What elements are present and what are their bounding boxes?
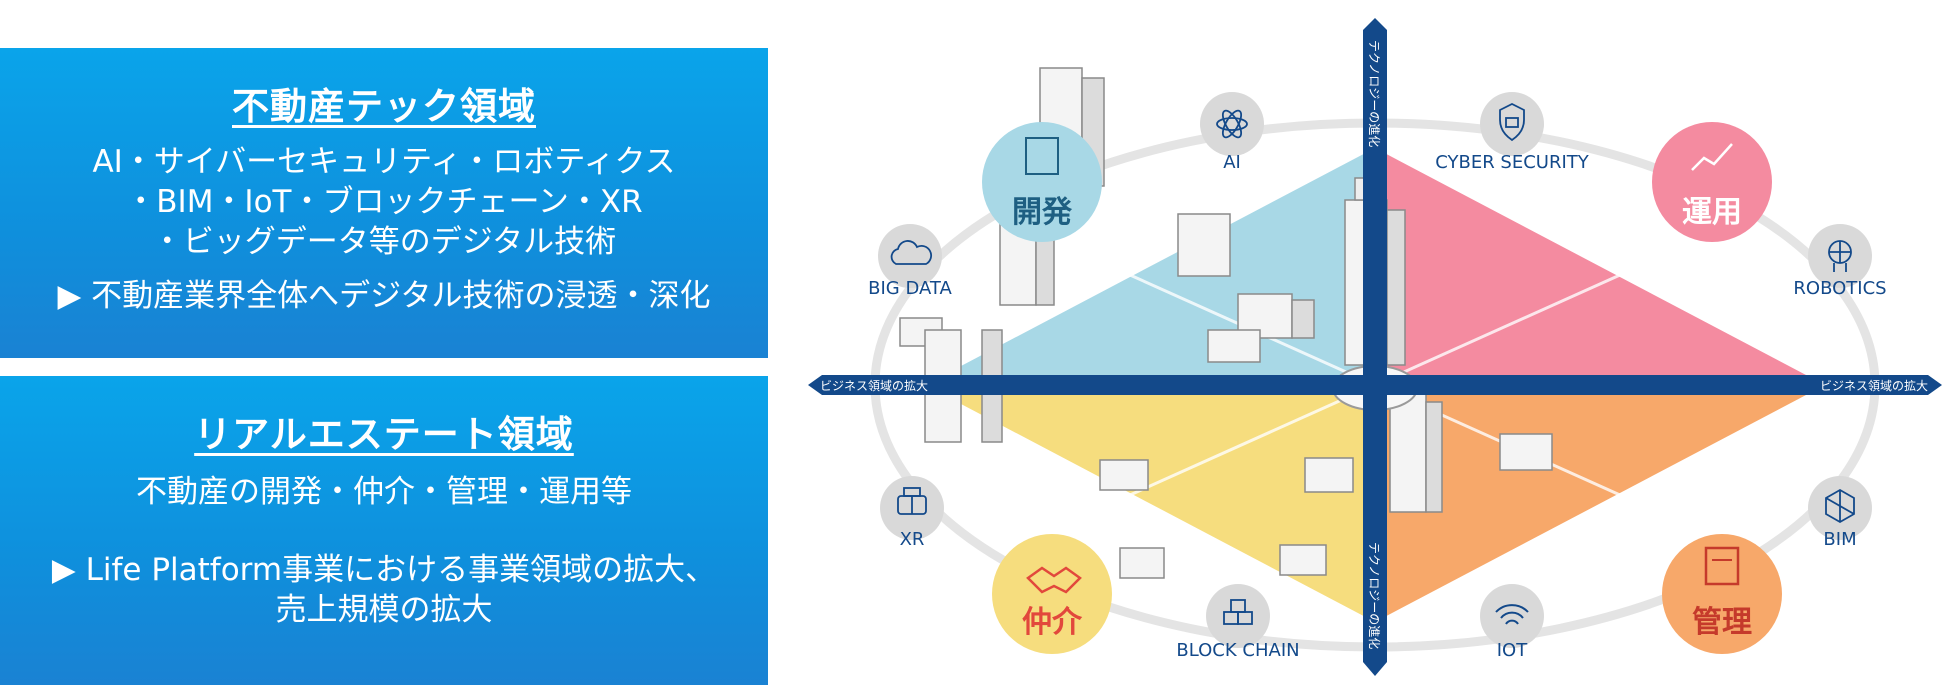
node-label-ai: AI bbox=[1223, 152, 1241, 173]
quadrant-kanri bbox=[1375, 385, 1825, 622]
horizontal-axis-label-left: ビジネス領域の拡大 bbox=[820, 378, 928, 393]
node-iot: IOT bbox=[1480, 584, 1544, 661]
quadrant-label-kanri: 管理 bbox=[1692, 605, 1752, 640]
vertical-axis-label-bottom: テクノロジーの進化 bbox=[1367, 542, 1381, 649]
tech-domain-title: 不動産テック領域 bbox=[232, 85, 536, 128]
node-cyber-security: CYBER SECURITY bbox=[1435, 92, 1590, 173]
blocks-icon bbox=[1223, 599, 1253, 625]
quadrant-circle-chukai: 仲介 bbox=[992, 534, 1112, 654]
realestate-domain-bullet-1: ▶ Life Platform事業における事業領域の拡大、 bbox=[51, 552, 717, 588]
quadrant-label-chukai: 仲介 bbox=[1022, 605, 1083, 640]
node-label-xr: XR bbox=[900, 529, 925, 550]
node-xr: XR bbox=[880, 476, 944, 550]
node-label-iot: IOT bbox=[1497, 640, 1528, 661]
quadrant-label-kaihatsu: 開発 bbox=[1012, 195, 1073, 230]
node-ai: AI bbox=[1200, 92, 1264, 173]
tech-domain-line-3: ・ビッグデータ等のデジタル技術 bbox=[151, 224, 617, 260]
bim-icon bbox=[1825, 488, 1855, 524]
node-bim: BIM bbox=[1808, 476, 1872, 550]
robot-icon bbox=[1828, 240, 1852, 272]
node-label-cyber-security: CYBER SECURITY bbox=[1435, 152, 1590, 173]
realestate-domain-bullet-2: 売上規模の拡大 bbox=[275, 592, 493, 628]
realestate-domain-line: 不動産の開発・仲介・管理・運用等 bbox=[136, 474, 632, 510]
node-label-big-data: BIG DATA bbox=[868, 278, 952, 299]
atom-icon bbox=[1216, 109, 1248, 139]
domain-diagram: ビジネス領域の拡大 ビジネス領域の拡大 テクノロジーの進化 テクノロジーの進化 … bbox=[808, 18, 1942, 676]
node-block-chain: BLOCK CHAIN bbox=[1176, 584, 1300, 661]
quadrant-label-unyou: 運用 bbox=[1682, 195, 1742, 230]
node-robotics: ROBOTICS bbox=[1793, 224, 1887, 299]
node-label-bim: BIM bbox=[1823, 529, 1856, 550]
realestate-domain-panel: リアルエステート領域 不動産の開発・仲介・管理・運用等 ▶ Life Platf… bbox=[0, 376, 768, 685]
realestate-domain-title: リアルエステート領域 bbox=[194, 413, 574, 456]
tech-domain-bullet: ▶ 不動産業界全体へデジタル技術の浸透・深化 bbox=[57, 278, 711, 314]
lock-icon bbox=[1499, 102, 1525, 142]
tech-domain-panel: 不動産テック領域 AI・サイバーセキュリティ・ロボティクス ・BIM・IoT・ブ… bbox=[0, 48, 768, 358]
cloud-icon bbox=[890, 240, 933, 265]
wifi-icon bbox=[1495, 604, 1529, 625]
quadrant-chukai bbox=[925, 385, 1375, 622]
node-label-robotics: ROBOTICS bbox=[1793, 278, 1886, 299]
horizontal-axis-label-right: ビジネス領域の拡大 bbox=[1820, 378, 1928, 393]
quadrant-circle-kaihatsu: 開発 bbox=[982, 122, 1102, 242]
node-label-block-chain: BLOCK CHAIN bbox=[1176, 640, 1299, 661]
vertical-axis bbox=[1363, 18, 1387, 676]
tech-domain-line-2: ・BIM・IoT・ブロックチェーン・XR bbox=[125, 184, 643, 220]
vr-headset-icon bbox=[897, 487, 927, 515]
vertical-axis-label-top: テクノロジーの進化 bbox=[1367, 40, 1381, 147]
quadrant-circle-kanri: 管理 bbox=[1662, 534, 1782, 654]
node-big-data: BIG DATA bbox=[868, 224, 953, 299]
tech-domain-line-1: AI・サイバーセキュリティ・ロボティクス bbox=[92, 144, 676, 180]
quadrant-circle-unyou: 運用 bbox=[1652, 122, 1772, 242]
quadrant-unyou bbox=[1375, 148, 1825, 385]
